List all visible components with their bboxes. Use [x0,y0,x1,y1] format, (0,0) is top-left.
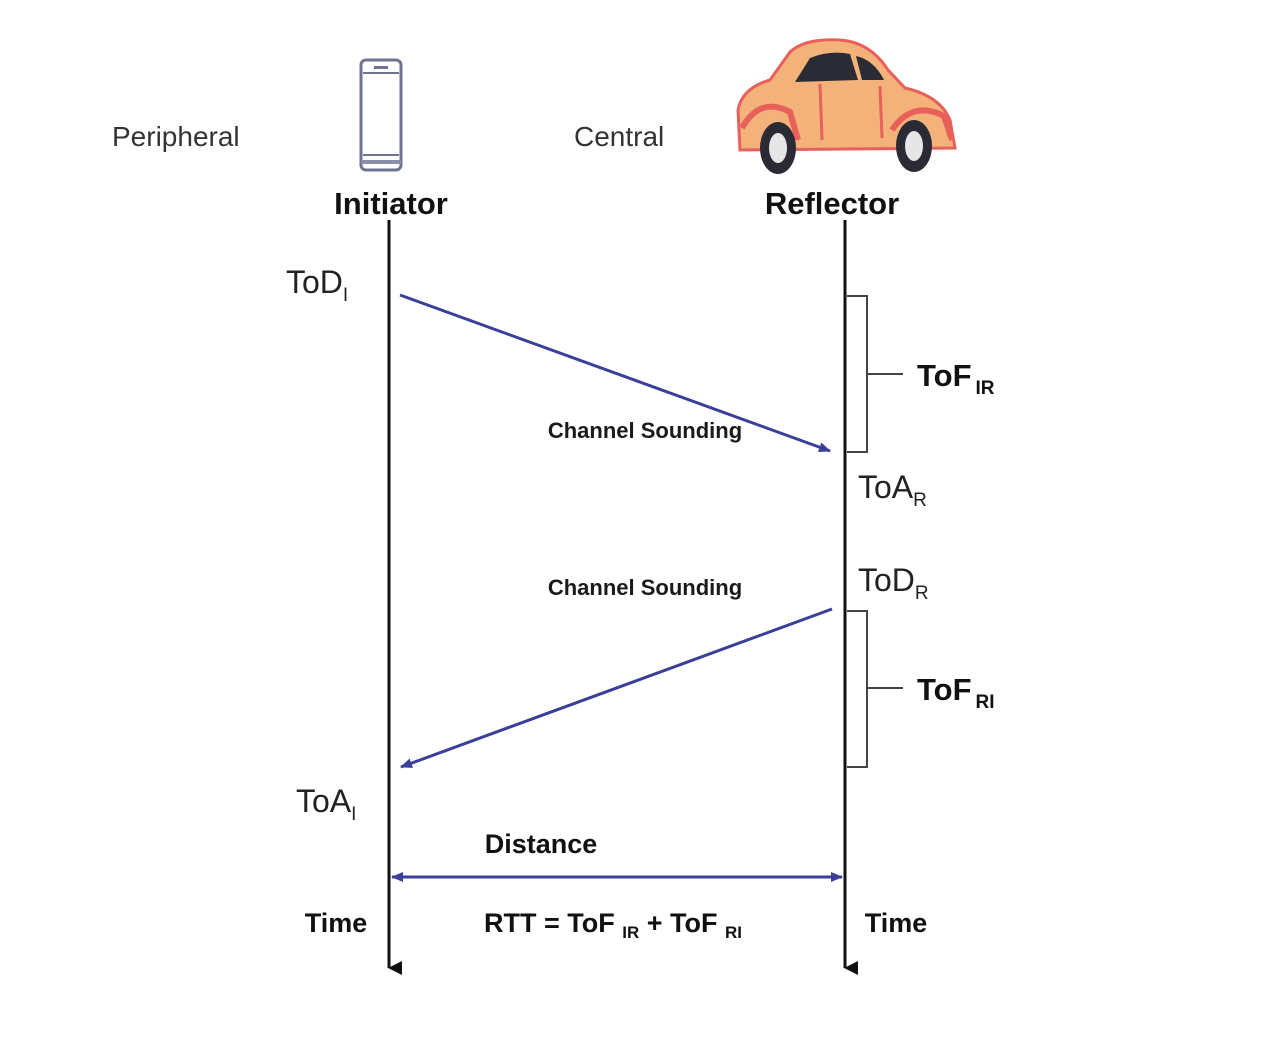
peripheral-label: Peripheral [112,121,240,152]
tod-r-label: ToDR [858,562,929,604]
reflector-header: Reflector [765,186,899,221]
toa-i-label: ToAI [296,783,356,825]
rtt-formula: RTT = ToF IR + ToF RI [484,908,742,942]
time-label-right: Time [865,908,928,938]
central-label: Central [574,121,664,152]
tod-i-label: ToDI [286,264,348,306]
smartphone-icon [361,60,401,170]
toa-r-label: ToAR [858,469,927,511]
tof-ir-bracket [847,296,903,452]
distance-label: Distance [485,829,598,859]
car-icon [738,40,955,174]
time-label-left: Time [305,908,368,938]
backward-message-label: Channel Sounding [548,575,742,600]
tof-ri-bracket [847,611,903,767]
forward-message-label: Channel Sounding [548,418,742,443]
initiator-header: Initiator [334,186,448,221]
backward-message-arrow [401,609,832,767]
